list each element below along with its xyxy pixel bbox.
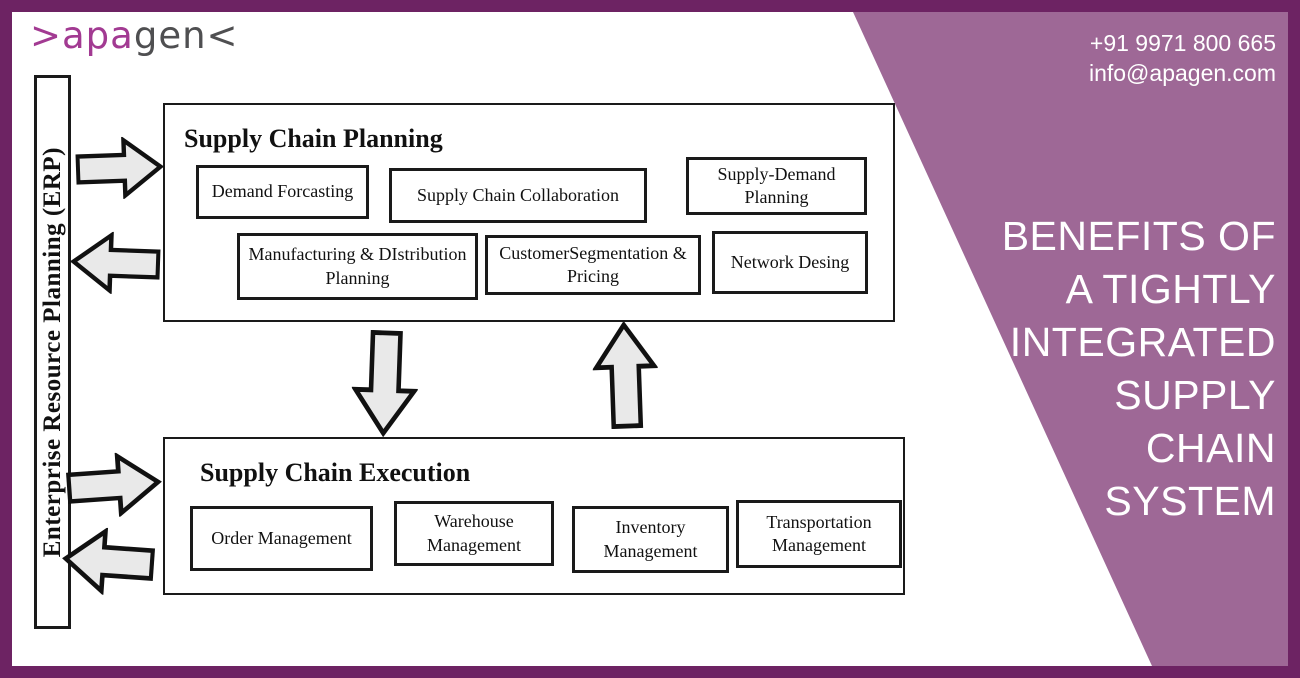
apagen-logo: >apagen< [30, 14, 239, 57]
planning-box-manufacturing-distribution: Manufacturing & DIstribution Planning [237, 233, 478, 300]
planning-box-customer-segmentation-pricing: CustomerSegmentation & Pricing [485, 235, 701, 295]
supply-chain-diagram: Enterprise Resource Planning (ERP) Suppl… [12, 12, 1288, 666]
arrow-down-icon [350, 329, 420, 438]
headline-line: SUPPLY [1114, 372, 1276, 418]
erp-label: Enterprise Resource Planning (ERP) [38, 146, 66, 558]
planning-box-demand-forecasting: Demand Forcasting [196, 165, 369, 219]
arrow-up-icon [591, 320, 660, 430]
arrow-right-icon [75, 135, 165, 200]
headline-line: BENEFITS OF [1001, 213, 1276, 259]
execution-title: Supply Chain Execution [200, 458, 471, 487]
execution-box-warehouse-management: Warehouse Management [394, 501, 554, 566]
erp-box: Enterprise Resource Planning (ERP) [34, 75, 71, 629]
arrow-left-icon [60, 525, 156, 598]
planning-box-supply-chain-collaboration: Supply Chain Collaboration [389, 168, 647, 223]
planning-box-supply-demand-planning: Supply-Demand Planning [686, 157, 867, 215]
planning-title: Supply Chain Planning [184, 124, 443, 153]
contact-phone: +91 9971 800 665 [1089, 30, 1276, 56]
planning-box-network-design: Network Desing [712, 231, 868, 294]
content-area: >apagen< +91 9971 800 665 info@apagen.co… [12, 12, 1288, 666]
execution-box-order-management: Order Management [190, 506, 373, 571]
headline-line: A TIGHTLY [1065, 266, 1276, 312]
contact-email: info@apagen.com [1088, 60, 1276, 86]
headline-line: SYSTEM [1104, 478, 1276, 524]
logo-text-magenta: >apa [30, 14, 134, 57]
headline-line: CHAIN [1145, 425, 1276, 471]
arrow-right-icon [65, 450, 164, 520]
headline-line: INTEGRATED [1009, 319, 1276, 365]
arrow-left-icon [69, 230, 161, 295]
execution-box-transportation-management: Transportation Management [736, 500, 902, 568]
contact-block: +91 9971 800 665 info@apagen.com [1089, 28, 1276, 88]
execution-box-inventory-management: Inventory Management [572, 506, 729, 573]
logo-text-gray: gen< [133, 14, 239, 57]
banner-headline: BENEFITS OF A TIGHTLY INTEGRATED SUPPLY … [1002, 210, 1276, 528]
